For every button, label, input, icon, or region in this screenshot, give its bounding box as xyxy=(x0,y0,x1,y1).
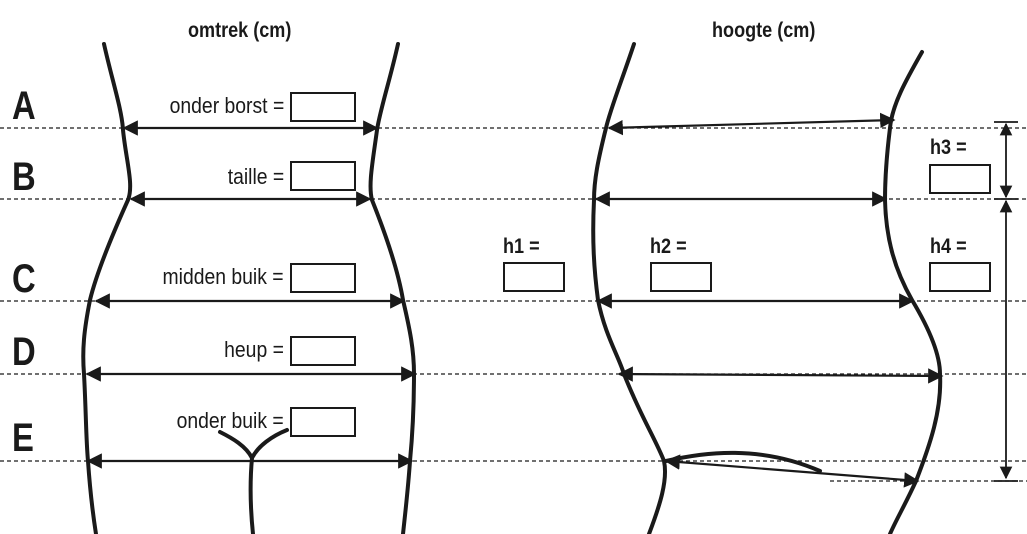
heup-input[interactable] xyxy=(290,336,356,366)
label-h3: h3 = xyxy=(930,136,967,159)
arrow-e-side xyxy=(664,454,920,488)
front-leg-line xyxy=(248,456,255,534)
h1-input[interactable] xyxy=(503,262,565,292)
label-midden-buik: midden buik = xyxy=(162,264,284,289)
row-letter-c: C xyxy=(12,257,36,301)
row-letter-d: D xyxy=(12,330,36,374)
row-letter-b: B xyxy=(12,155,36,199)
label-h4: h4 = xyxy=(930,235,967,258)
midden-buik-input[interactable] xyxy=(290,263,356,293)
label-onder-borst: onder borst = xyxy=(169,93,284,118)
onder-borst-input[interactable] xyxy=(290,92,356,122)
side-front-edge xyxy=(882,50,943,534)
row-letter-a: A xyxy=(12,84,36,128)
label-h2: h2 = xyxy=(650,235,687,258)
row-letter-e: E xyxy=(12,416,34,460)
height-dimensions xyxy=(994,121,1018,482)
front-measure-arrows xyxy=(85,120,417,469)
arrow-a-side xyxy=(607,112,896,136)
row-guide-lines xyxy=(0,127,1027,482)
arrow-d-side xyxy=(617,366,944,384)
label-taille: taille = xyxy=(227,164,284,189)
label-heup: heup = xyxy=(224,337,284,362)
front-crotch-curve xyxy=(218,428,289,463)
label-h1: h1 = xyxy=(503,235,540,258)
onder-buik-input[interactable] xyxy=(290,407,356,437)
h4-input[interactable] xyxy=(929,262,991,292)
h2-input[interactable] xyxy=(650,262,712,292)
header-height: hoogte (cm) xyxy=(712,19,816,42)
taille-input[interactable] xyxy=(290,161,356,191)
h3-input[interactable] xyxy=(929,164,991,194)
side-measure-arrows xyxy=(594,112,944,488)
header-circumference: omtrek (cm) xyxy=(188,19,292,42)
label-onder-buik: onder buik = xyxy=(176,408,284,433)
